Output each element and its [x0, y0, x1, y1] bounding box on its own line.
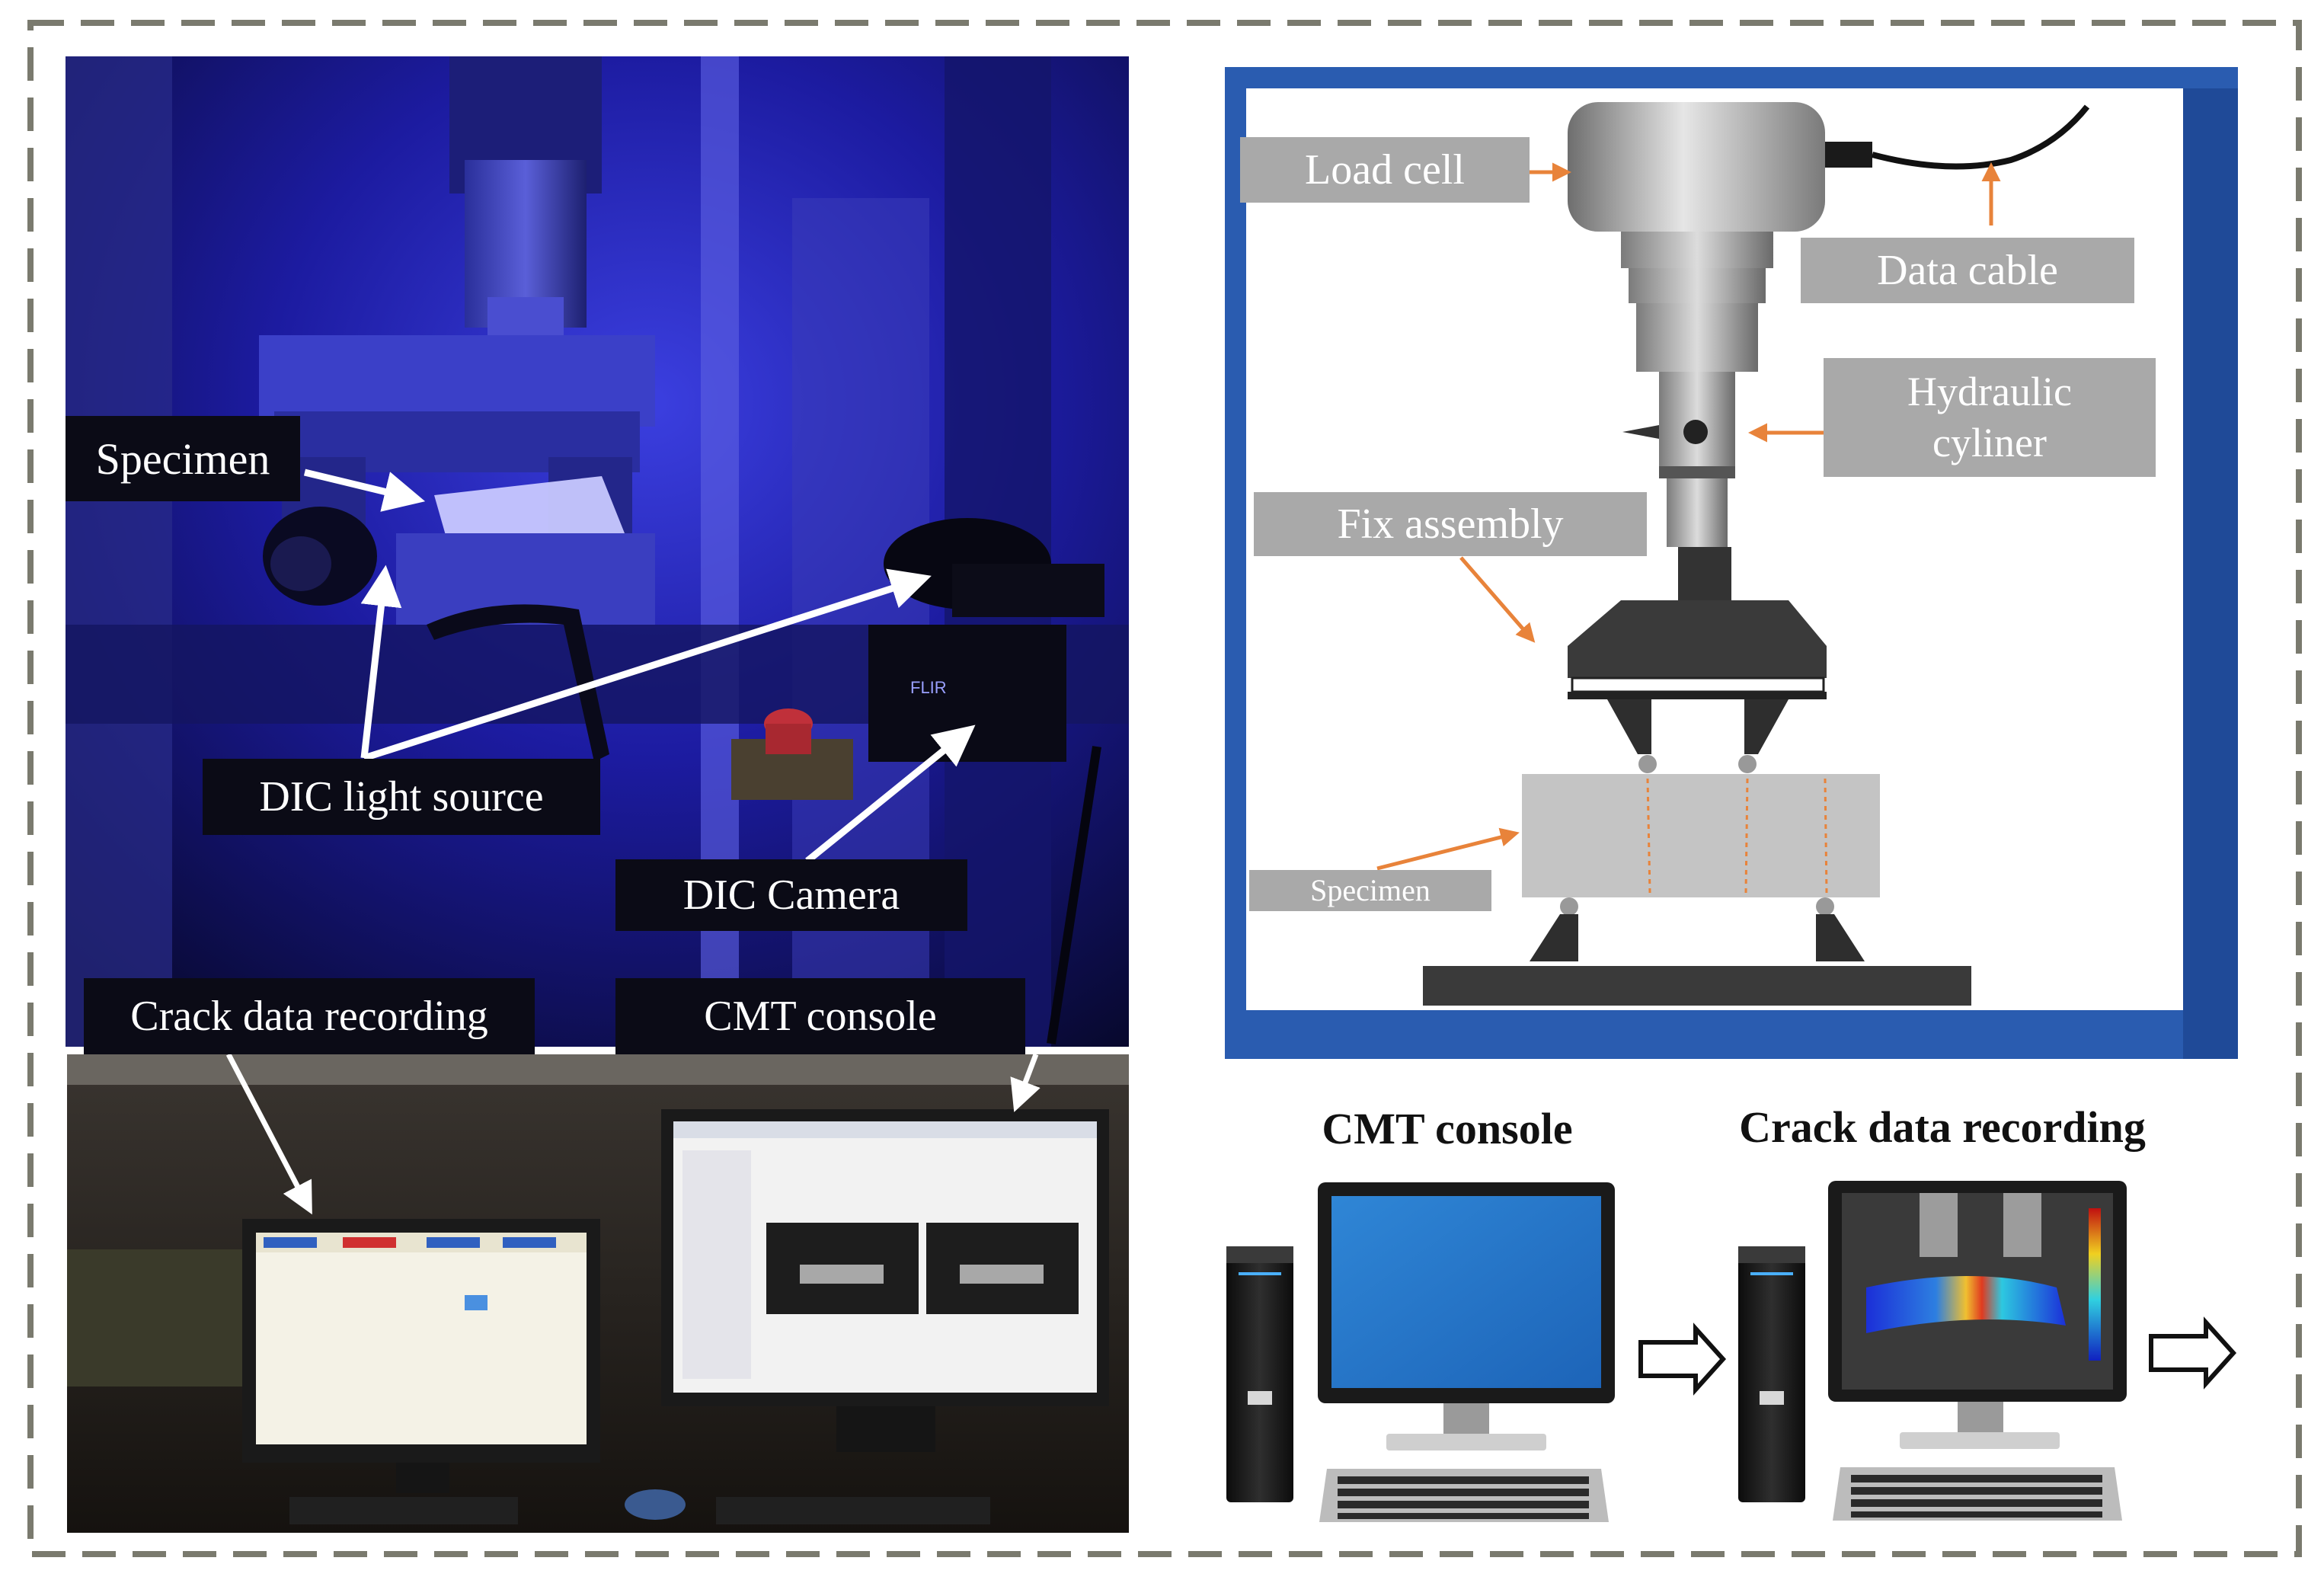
heading-cmt-console: CMT console: [1322, 1104, 1573, 1153]
arrow-to-right-light: [363, 568, 932, 762]
specimen-beam: [1522, 774, 1880, 897]
label-dic-light-source: DIC light source: [203, 759, 600, 835]
arrow-to-crack-monitor: [225, 1053, 312, 1215]
arrow-to-cmt-monitor: [1010, 1053, 1041, 1112]
label-crack-data-recording-photo: Crack data recording: [84, 978, 535, 1054]
desk-photo-panel: [67, 1053, 1129, 1533]
dashed-outer-border: [27, 20, 2302, 1557]
flow-arrow-1: [1638, 1323, 1727, 1396]
label-fix-assembly: Fix assembly: [1254, 492, 1647, 556]
label-data-cable: Data cable: [1801, 238, 2134, 303]
label-specimen-schematic: Specimen: [1249, 870, 1491, 911]
heading-crack-data-recording: Crack data recording: [1739, 1102, 2146, 1152]
label-specimen-photo: Specimen: [66, 416, 300, 501]
arrow-to-camera: [805, 724, 976, 864]
arrow-to-specimen: [303, 469, 426, 512]
label-hydraulic-cylinder: Hydraulic cyliner: [1824, 358, 2156, 477]
crack-recording-computer: [1738, 1181, 2127, 1521]
arrow-to-left-light: [360, 565, 402, 759]
cmt-screen: [1331, 1196, 1601, 1388]
label-dic-camera: DIC Camera: [615, 859, 967, 931]
data-cable: [1871, 104, 2090, 170]
lab-photo-panel: FLIR: [66, 56, 1129, 1047]
base-plate: [1423, 966, 1971, 1006]
label-cmt-console-photo: CMT console: [615, 978, 1025, 1054]
flow-arrow-2: [2149, 1316, 2237, 1390]
load-cell: [1568, 102, 1825, 232]
svg-text:FLIR: FLIR: [910, 678, 947, 697]
strain-field-beam: [1866, 1276, 2066, 1333]
cmt-console-computer: [1226, 1182, 1615, 1522]
fix-assembly: [1568, 600, 1827, 678]
label-hydraulic-line1: Hydraulic: [1907, 368, 2072, 414]
label-hydraulic-line2: cyliner: [1932, 420, 2047, 465]
label-load-cell: Load cell: [1240, 137, 1530, 203]
